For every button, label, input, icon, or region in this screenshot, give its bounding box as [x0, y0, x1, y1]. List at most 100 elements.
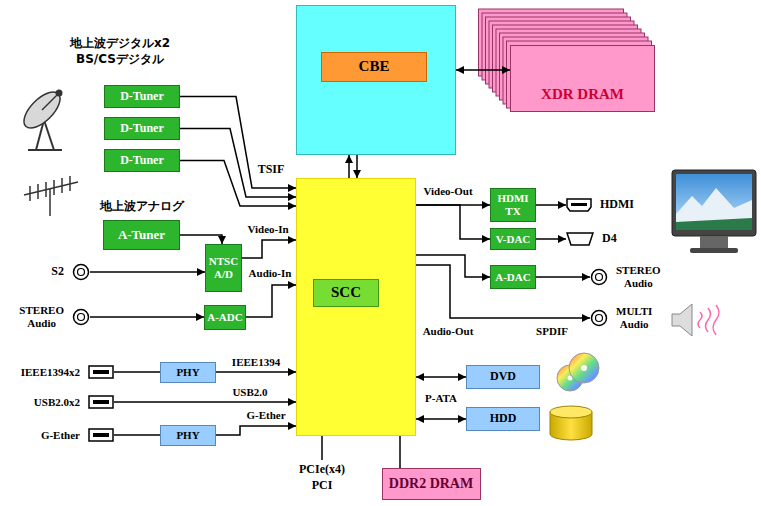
controller-label-box: SCC [313, 279, 379, 307]
connector-line [114, 371, 160, 373]
annotation-label: Video-Out [423, 185, 472, 198]
signal-label: USB2.0 [232, 386, 267, 399]
processor-housing: CBE [296, 5, 456, 155]
jack-pin [596, 315, 603, 322]
port-shell [89, 396, 113, 408]
jack-pin [78, 269, 85, 276]
jack-connector: STEREO Audio [590, 260, 668, 294]
antenna-element [29, 186, 31, 201]
speaker-cone [672, 304, 692, 336]
connector-line [416, 205, 490, 239]
connector-line [416, 418, 466, 420]
antenna-element [37, 184, 39, 199]
box-text: D-Tuner [120, 154, 164, 168]
memory-box: XDR DRAM [510, 45, 655, 112]
antenna-mast [49, 189, 51, 216]
annotation-label: 地上波デジタルx2 [70, 37, 170, 51]
box-text: CBE [359, 58, 390, 75]
function-block: V-DAC [490, 228, 536, 250]
function-block: D-Tuner [104, 117, 180, 140]
box-text: NTSC A/D [209, 255, 238, 280]
sound-wave [713, 305, 719, 335]
signal-label: IEEE1394 [232, 356, 280, 369]
antenna-element [69, 176, 71, 191]
function-block: NTSC A/D [205, 244, 242, 292]
sound-wave [706, 308, 711, 332]
annotation-label: BS/CSデジタル [76, 53, 164, 67]
jack-connector: MULTI Audio [590, 301, 662, 335]
box-text: DDR2 DRAM [389, 476, 473, 492]
annotation-label: TSIF [258, 163, 285, 177]
antenna-element [45, 182, 47, 197]
cpu-box: CBE [321, 52, 427, 82]
function-block: HDMI TX [490, 188, 536, 222]
controller-housing: SCC [296, 178, 416, 436]
connector-line [416, 255, 490, 277]
dvd-discs [557, 353, 599, 391]
port-shell [567, 199, 591, 211]
jack-connector: USB2.0x2 [4, 392, 114, 413]
box-text: A-DAC [495, 271, 530, 284]
box-text: STEREO Audio [616, 264, 661, 289]
annotation-label: 地上波アナログ [100, 200, 184, 214]
connector-line [246, 285, 296, 317]
interface-block: HDD [466, 407, 540, 431]
hdd-cylinder [550, 406, 592, 440]
annotation-label: PCI [312, 479, 333, 493]
annotation-label: PCIe(x4) [299, 463, 345, 477]
box-text: SCC [331, 284, 361, 301]
connector-line [356, 155, 358, 178]
bus-line [321, 436, 323, 460]
box-text: HDMI TX [497, 192, 528, 217]
connector-line [180, 97, 296, 189]
port-shell [567, 233, 593, 245]
jack-connector: S2 [38, 261, 90, 283]
connector-line [536, 204, 566, 206]
connector-line [399, 436, 401, 468]
dish-feed-arm [42, 94, 58, 110]
connector-line [90, 316, 204, 318]
tv-antenna [24, 176, 78, 216]
box-text: HDMI [600, 198, 634, 212]
signal-label: Audio-In [249, 267, 292, 280]
port-tongue [93, 370, 109, 374]
box-text: A-ADC [207, 311, 242, 324]
tv-stand [700, 236, 728, 248]
port-tongue [93, 400, 109, 404]
jack-connector: HDMI [566, 194, 656, 216]
dish-leg [44, 120, 54, 150]
d4-jack-icon [566, 230, 594, 248]
jack-ring [74, 310, 89, 325]
jack-ring [74, 265, 89, 280]
function-block: A-Tuner [103, 220, 180, 250]
connector-line [114, 434, 160, 436]
box-text: PHY [176, 366, 199, 379]
annotation-label: Audio-Out [423, 325, 474, 338]
signal-label: G-Ether [246, 409, 285, 422]
connector-line [180, 161, 296, 207]
circle-jack-icon [72, 308, 90, 326]
connector-line [416, 265, 590, 318]
satellite-dish [18, 86, 66, 150]
box-text: IEEE1394x2 [21, 366, 80, 379]
port-tongue [93, 433, 109, 437]
tv-picture-lake [676, 218, 752, 230]
port-shell [89, 429, 113, 441]
signal-label: SPDIF [536, 325, 568, 338]
connector-line [536, 238, 566, 240]
box-text: D4 [602, 232, 617, 246]
box-text: USB2.0x2 [34, 396, 80, 409]
jack-pin [78, 314, 85, 321]
connector-line [348, 155, 350, 178]
tv-base [690, 248, 738, 253]
port-shell [89, 366, 113, 378]
port-jack-icon [88, 363, 114, 381]
box-text: XDR DRAM [541, 86, 624, 103]
box-text: PHY [176, 429, 199, 442]
box-text: D-Tuner [120, 122, 164, 136]
jack-ring [592, 270, 607, 285]
jack-connector: IEEE1394x2 [4, 362, 114, 383]
jack-connector: D4 [566, 228, 626, 250]
connector-line [536, 276, 590, 278]
